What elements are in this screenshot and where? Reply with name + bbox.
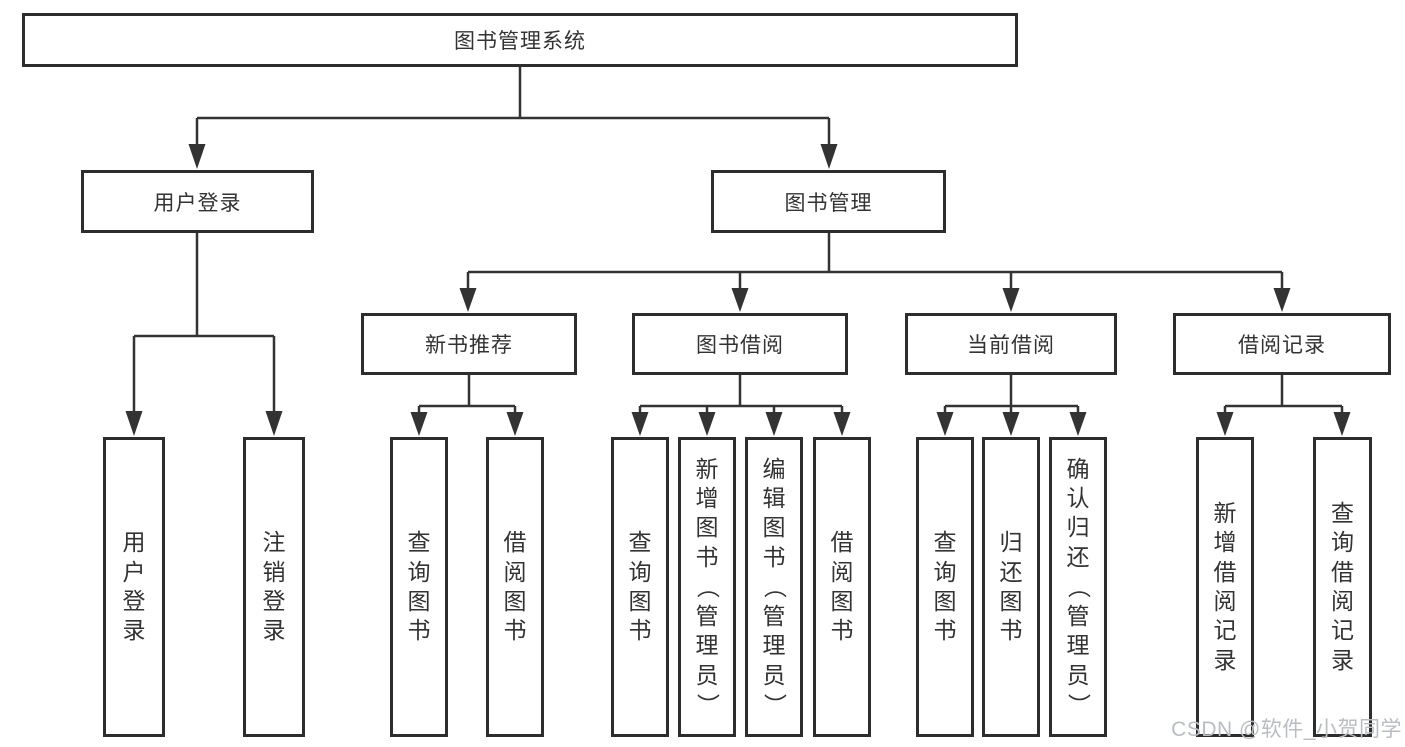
node-new-book-recommend: 新书推荐 (361, 313, 577, 375)
leaf-edit-book-admin: 编辑图书（管理员） (745, 437, 803, 737)
leaf-logout: 注销登录 (243, 437, 305, 737)
leaf-query-borrow-record: 查询借阅记录 (1313, 437, 1372, 737)
node-current-borrow: 当前借阅 (905, 313, 1117, 375)
leaf-borrow-books-1: 借阅图书 (486, 437, 544, 737)
node-library-system-root: 图书管理系统 (22, 13, 1018, 67)
leaf-borrow-books-2: 借阅图书 (813, 437, 871, 737)
leaf-query-books-1: 查询图书 (390, 437, 448, 737)
leaf-add-borrow-record: 新增借阅记录 (1196, 437, 1254, 737)
node-user-login: 用户登录 (81, 170, 314, 233)
node-book-management: 图书管理 (711, 170, 946, 233)
arrowheads (125, 144, 1351, 436)
leaf-add-book-admin: 新增图书（管理员） (678, 437, 736, 737)
leaf-query-books-2: 查询图书 (611, 437, 669, 737)
leaf-query-books-3: 查询图书 (916, 437, 974, 737)
leaf-return-book: 归还图书 (982, 437, 1040, 737)
node-book-borrow: 图书借阅 (632, 313, 848, 375)
leaf-confirm-return-admin: 确认归还（管理员） (1049, 437, 1107, 737)
leaf-user-login: 用户登录 (103, 437, 165, 737)
node-borrow-records: 借阅记录 (1173, 313, 1391, 375)
watermark: CSDN @软件_小贺同学 (1171, 718, 1402, 741)
